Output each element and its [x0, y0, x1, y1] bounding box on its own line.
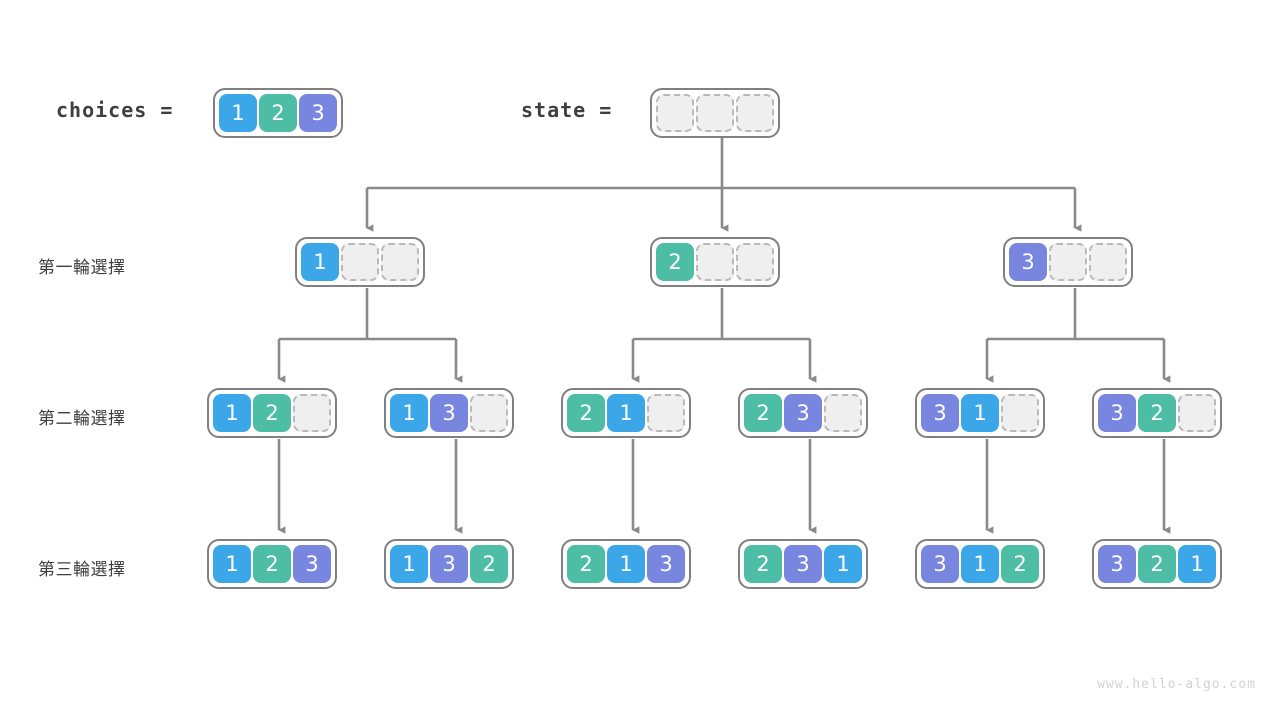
r2n4-cell-1: 3 — [784, 394, 822, 432]
r3n1-cell-0: 1 — [213, 545, 251, 583]
r3n4-cell-1: 3 — [784, 545, 822, 583]
tree-node-r1-n3: 3 — [1003, 237, 1133, 287]
r1n1-cell-1 — [341, 243, 379, 281]
r3n6-cell-1: 2 — [1138, 545, 1176, 583]
state-label: state = — [521, 98, 613, 122]
choices-cell-1: 2 — [259, 94, 297, 132]
state-cell-0 — [656, 94, 694, 132]
row-label-2: 第二輪選擇 — [38, 409, 126, 429]
r2n6-cell-1: 2 — [1138, 394, 1176, 432]
row-label-1: 第一輪選擇 — [38, 258, 126, 278]
r2n6-cell-2 — [1178, 394, 1216, 432]
row-label-3: 第三輪選擇 — [38, 560, 126, 580]
choices-cell-0: 1 — [219, 94, 257, 132]
choices-cell-2: 3 — [299, 94, 337, 132]
r2n5-cell-0: 3 — [921, 394, 959, 432]
watermark: www.hello-algo.com — [1097, 677, 1256, 692]
r3n4-cell-0: 2 — [744, 545, 782, 583]
r1n3-cell-1 — [1049, 243, 1087, 281]
r2n4-cell-0: 2 — [744, 394, 782, 432]
r1n1-cell-2 — [381, 243, 419, 281]
r2n3-cell-0: 2 — [567, 394, 605, 432]
tree-node-r1-n2: 2 — [650, 237, 780, 287]
r1n2-cell-0: 2 — [656, 243, 694, 281]
r1n2-cell-2 — [736, 243, 774, 281]
r3n3-cell-1: 1 — [607, 545, 645, 583]
r2n5-cell-2 — [1001, 394, 1039, 432]
r2n6-cell-0: 3 — [1098, 394, 1136, 432]
state-cell-2 — [736, 94, 774, 132]
r2n1-cell-1: 2 — [253, 394, 291, 432]
r2n4-cell-2 — [824, 394, 862, 432]
r3n3-cell-2: 3 — [647, 545, 685, 583]
r2n5-cell-1: 1 — [961, 394, 999, 432]
r3n1-cell-1: 2 — [253, 545, 291, 583]
r3n6-cell-2: 1 — [1178, 545, 1216, 583]
r3n6-cell-0: 3 — [1098, 545, 1136, 583]
r3n3-cell-0: 2 — [567, 545, 605, 583]
r1n3-cell-2 — [1089, 243, 1127, 281]
r3n2-cell-0: 1 — [390, 545, 428, 583]
r3n4-cell-2: 1 — [824, 545, 862, 583]
r2n1-cell-0: 1 — [213, 394, 251, 432]
r2n2-cell-0: 1 — [390, 394, 428, 432]
r2n1-cell-2 — [293, 394, 331, 432]
r2n2-cell-1: 3 — [430, 394, 468, 432]
r3n5-cell-1: 1 — [961, 545, 999, 583]
state-array — [650, 88, 780, 138]
r3n5-cell-0: 3 — [921, 545, 959, 583]
choices-label: choices = — [56, 98, 174, 122]
r1n2-cell-1 — [696, 243, 734, 281]
state-cell-1 — [696, 94, 734, 132]
r3n1-cell-2: 3 — [293, 545, 331, 583]
r1n1-cell-0: 1 — [301, 243, 339, 281]
r2n3-cell-2 — [647, 394, 685, 432]
tree-node-r1-n1: 1 — [295, 237, 425, 287]
r1n3-cell-0: 3 — [1009, 243, 1047, 281]
r2n3-cell-1: 1 — [607, 394, 645, 432]
r2n2-cell-2 — [470, 394, 508, 432]
r3n2-cell-2: 2 — [470, 545, 508, 583]
r3n5-cell-2: 2 — [1001, 545, 1039, 583]
r3n2-cell-1: 3 — [430, 545, 468, 583]
